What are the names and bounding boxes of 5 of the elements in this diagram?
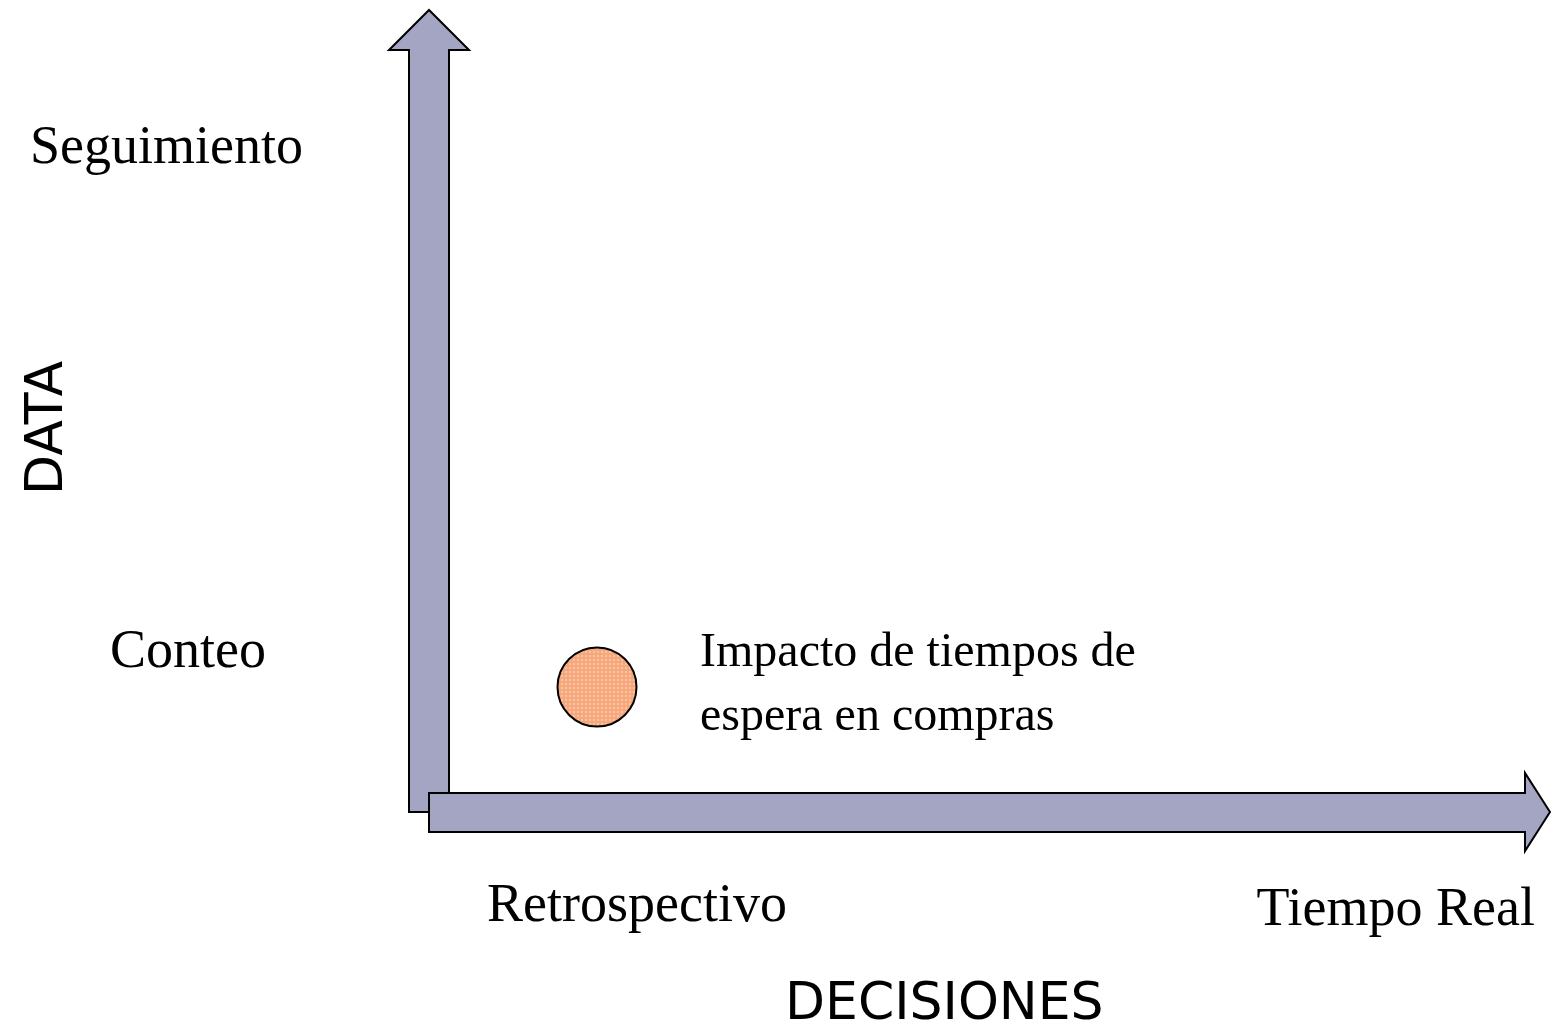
point-label: Impacto de tiempos de espera en compras <box>700 622 1137 742</box>
axis-title: DECISIONES <box>785 975 1104 1027</box>
axis-level-label: Conteo <box>110 622 266 676</box>
data-point-circle <box>556 646 638 728</box>
axis-title: DATA <box>18 361 70 495</box>
